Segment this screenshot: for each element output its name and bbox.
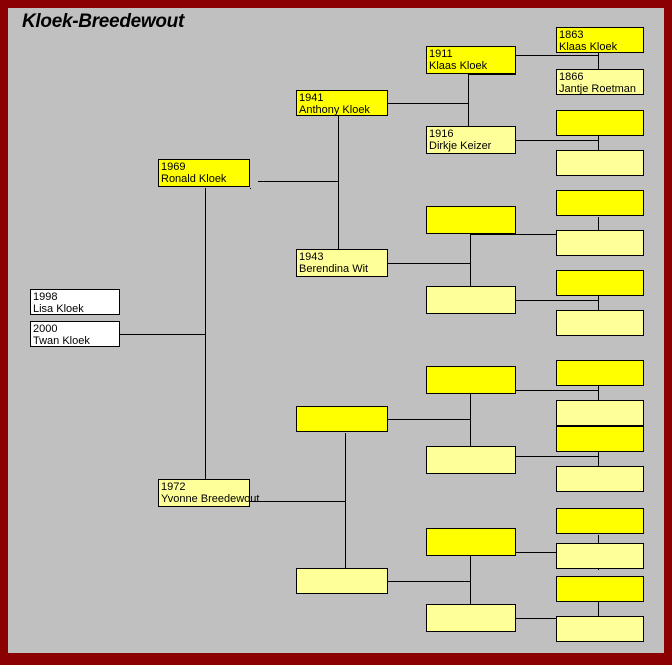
connector-dirkje-parents-v bbox=[598, 123, 599, 158]
connector-gen4-d-v bbox=[598, 373, 599, 408]
person-node-dirkje-1916[interactable]: 1916 Dirkje Keizer bbox=[426, 126, 516, 154]
person-node-empty-gen4-h[interactable] bbox=[556, 400, 644, 426]
connector-gen4-c-h bbox=[516, 300, 598, 301]
person-name: Yvonne Breedewout bbox=[161, 493, 260, 505]
person-year: 1916 bbox=[429, 128, 454, 140]
person-name: Anthony Kloek bbox=[299, 104, 370, 116]
person-name: Jantje Roetman bbox=[559, 83, 637, 95]
connector-yfather-parents-v bbox=[470, 390, 471, 456]
connector-couple-spine bbox=[205, 188, 206, 494]
connector-anthony-in bbox=[338, 116, 339, 117]
person-year: 2000 bbox=[33, 323, 58, 335]
person-node-empty-gen4-b[interactable] bbox=[556, 150, 644, 176]
connector-yfather-parents-h bbox=[388, 419, 470, 420]
connector-berendina-parents-h bbox=[388, 263, 470, 264]
person-node-empty-gen2-father[interactable] bbox=[296, 406, 388, 432]
person-node-empty-gen4-g[interactable] bbox=[556, 360, 644, 386]
person-year: 1941 bbox=[299, 92, 324, 104]
person-node-empty-gen4-d[interactable] bbox=[556, 230, 644, 256]
connector-anthony-parents-h bbox=[388, 103, 468, 104]
person-year: 1911 bbox=[429, 48, 453, 60]
person-year: 1969 bbox=[161, 161, 186, 173]
connector-ymother-parents-v bbox=[470, 552, 471, 618]
person-node-empty-gen4-k[interactable] bbox=[556, 508, 644, 534]
person-node-empty-gen4-f[interactable] bbox=[556, 310, 644, 336]
connector-gen4-c-v bbox=[598, 283, 599, 318]
person-name: Klaas Kloek bbox=[559, 41, 618, 53]
person-node-twan[interactable]: 2000 Twan Kloek bbox=[30, 321, 120, 347]
connector-ronald-parents-h bbox=[258, 181, 338, 182]
person-year: 1863 bbox=[559, 29, 584, 41]
person-year: 1943 bbox=[299, 251, 324, 263]
person-node-empty-gen3-c[interactable] bbox=[426, 366, 516, 394]
connector-gen4-d-h bbox=[516, 390, 598, 391]
connector-berendina-parents-v bbox=[470, 234, 471, 300]
person-name: Ronald Kloek bbox=[161, 173, 227, 185]
person-node-klaas-1863[interactable]: 1863 Klaas Kloek bbox=[556, 27, 644, 53]
connector-children-horizontal bbox=[120, 334, 206, 335]
connector-yvonne-out bbox=[250, 501, 345, 502]
person-node-empty-gen2-mother[interactable] bbox=[296, 568, 388, 594]
person-node-empty-gen4-l[interactable] bbox=[556, 543, 644, 569]
person-node-ronald[interactable]: 1969 Ronald Kloek bbox=[158, 159, 250, 187]
connector-yvonne-parents-v2 bbox=[345, 501, 346, 581]
person-name: Klaas Kloek bbox=[429, 60, 488, 72]
person-node-empty-gen3-e[interactable] bbox=[426, 528, 516, 556]
connector-gen4-e-v bbox=[598, 439, 599, 474]
person-node-empty-gen4-n[interactable] bbox=[556, 616, 644, 642]
person-name: Dirkje Keizer bbox=[429, 140, 492, 152]
connector-anthony-parents-v bbox=[468, 74, 469, 140]
person-year: 1972 bbox=[161, 481, 186, 493]
connector-gen4-e-h bbox=[516, 456, 598, 457]
connector-ronald-parents-v bbox=[338, 116, 339, 263]
chart-canvas: Kloek-Breedewout bbox=[8, 8, 664, 653]
connector-klaas1911-parents-v bbox=[598, 40, 599, 75]
person-name: Lisa Kloek bbox=[33, 303, 84, 315]
connector-ronald-out bbox=[250, 188, 251, 189]
person-node-anthony[interactable]: 1941 Anthony Kloek bbox=[296, 90, 388, 116]
person-node-empty-gen4-i[interactable] bbox=[556, 426, 644, 452]
person-node-yvonne[interactable]: 1972 Yvonne Breedewout bbox=[158, 479, 259, 507]
connector-klaas1911-parents-h bbox=[516, 55, 598, 56]
person-node-klaas-1911[interactable]: 1911 Klaas Kloek bbox=[426, 46, 516, 74]
person-node-lisa[interactable]: 1998 Lisa Kloek bbox=[30, 289, 120, 315]
person-node-jantje-1866[interactable]: 1866 Jantje Roetman bbox=[556, 69, 644, 95]
person-node-empty-gen3-b[interactable] bbox=[426, 286, 516, 314]
person-node-empty-gen4-c[interactable] bbox=[556, 190, 644, 216]
person-node-empty-gen3-d[interactable] bbox=[426, 446, 516, 474]
person-node-empty-gen4-e[interactable] bbox=[556, 270, 644, 296]
person-node-berendina[interactable]: 1943 Berendina Wit bbox=[296, 249, 388, 277]
person-node-empty-gen3-f[interactable] bbox=[426, 604, 516, 632]
person-name: Berendina Wit bbox=[299, 263, 369, 275]
connector-klaas1911-in bbox=[468, 74, 516, 75]
connector-ymother-parents-h bbox=[388, 581, 470, 582]
page-title: Kloek-Breedewout bbox=[22, 11, 185, 32]
connector-yvonne-parents-v bbox=[345, 433, 346, 501]
connector-bparent-m-in bbox=[470, 234, 516, 235]
connector-dirkje-parents-h bbox=[516, 140, 598, 141]
person-node-empty-gen4-a[interactable] bbox=[556, 110, 644, 136]
person-year: 1998 bbox=[33, 291, 58, 303]
person-node-empty-gen3-a[interactable] bbox=[426, 206, 516, 234]
person-year: 1866 bbox=[559, 71, 584, 83]
person-name: Twan Kloek bbox=[33, 335, 90, 347]
person-node-empty-gen4-m[interactable] bbox=[556, 576, 644, 602]
person-node-empty-gen4-j[interactable] bbox=[556, 466, 644, 492]
